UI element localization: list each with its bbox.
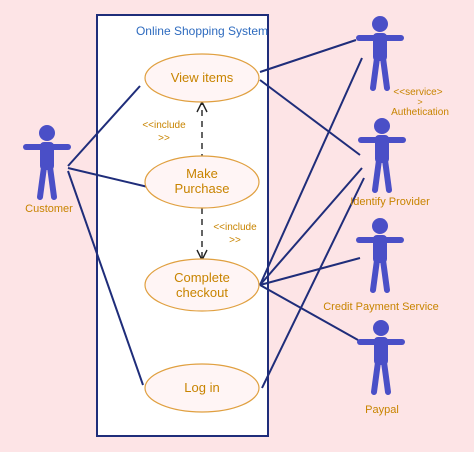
assoc-customer-log-in (67, 170, 144, 386)
use-case-label-line-2: Purchase (175, 181, 230, 196)
include-label-1-tail: >> (158, 133, 170, 144)
actor-stereotype-authentication: <<service> (393, 87, 442, 98)
stick-figure-icon (358, 118, 406, 193)
assoc-checkout-paypal (259, 284, 359, 341)
use-case-ellipse (144, 258, 260, 312)
actor-label-authentication: Authetication (391, 107, 449, 118)
use-case-complete-checkout[interactable]: Complete checkout (144, 258, 260, 312)
include-label-1: <<include (142, 120, 186, 131)
actor-identify-provider[interactable] (358, 118, 406, 193)
use-case-ellipse (144, 53, 260, 103)
assoc-view-items-identify-provider (259, 79, 361, 156)
use-case-label-line-1: Make (186, 166, 218, 181)
assoc-view-items-authentication (259, 39, 357, 73)
use-case-make-purchase[interactable]: Make Purchase (144, 155, 260, 209)
actor-credit-payment-service[interactable] (356, 218, 404, 293)
association-lines (67, 39, 365, 389)
actor-stereotype-tail: > (417, 97, 422, 107)
use-case-log-in[interactable]: Log in (144, 363, 260, 413)
use-case-label: Log in (184, 380, 219, 395)
actor-authentication[interactable] (356, 16, 404, 91)
assoc-customer-make-purchase (67, 167, 149, 188)
stick-figure-icon (23, 125, 71, 200)
assoc-checkout-authentication (259, 57, 363, 286)
use-case-view-items[interactable]: View items (144, 53, 260, 103)
include-label-2: <<include (213, 222, 257, 233)
actor-customer[interactable] (23, 125, 71, 200)
use-case-label-line-1: Complete (174, 270, 230, 285)
use-case-label-line-2: checkout (176, 285, 228, 300)
actor-label-customer: Customer (25, 203, 73, 215)
assoc-checkout-identify-provider (259, 167, 363, 286)
actor-paypal[interactable] (357, 320, 405, 395)
actor-label-credit-payment: Credit Payment Service (323, 301, 439, 313)
system-title: Online Shopping System (136, 24, 268, 38)
include-label-2-tail: >> (229, 235, 241, 246)
actor-label-paypal: Paypal (365, 404, 399, 416)
assoc-log-in-identify-provider (261, 177, 365, 389)
assoc-checkout-credit-payment (259, 257, 361, 286)
stick-figure-icon (357, 320, 405, 395)
stick-figure-icon (356, 16, 404, 91)
actor-label-identify-provider: Identify Provider (350, 196, 430, 208)
use-case-label: View items (171, 70, 234, 85)
use-case-ellipse (144, 155, 260, 209)
assoc-customer-view-items (67, 85, 141, 167)
stick-figure-icon (356, 218, 404, 293)
use-case-ellipse (144, 363, 260, 413)
